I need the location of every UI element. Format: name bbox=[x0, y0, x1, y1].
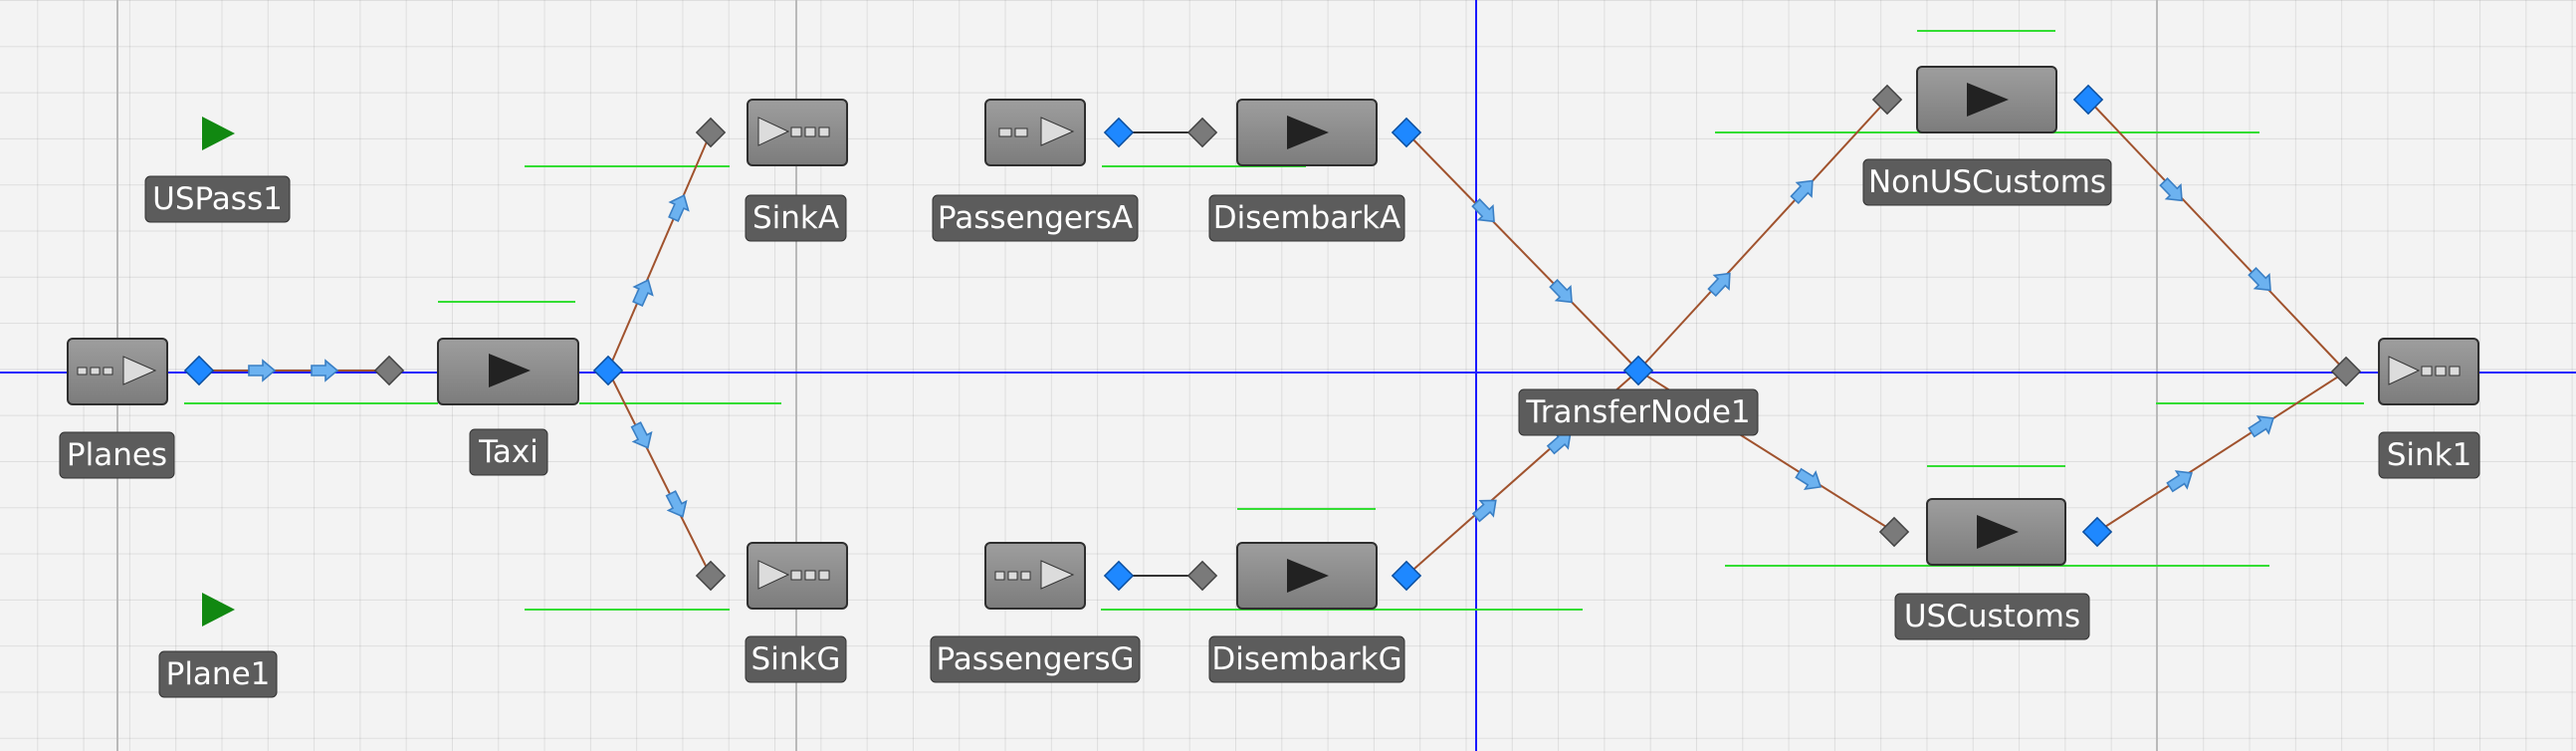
path-arrow-icon bbox=[661, 488, 693, 522]
source-icon bbox=[998, 117, 1075, 146]
path-arrow-icon bbox=[2163, 463, 2199, 497]
output-nodes[interactable] bbox=[183, 84, 2113, 592]
label-passengersg: PassengersG bbox=[937, 641, 1135, 677]
path-nonus-sink1 bbox=[2087, 99, 2347, 373]
label-sinka: SinkA bbox=[752, 200, 839, 236]
source-icon bbox=[77, 356, 157, 385]
path-arrow-icon bbox=[626, 419, 658, 453]
path-arrow-icon bbox=[2245, 408, 2280, 442]
server-disembarkg[interactable] bbox=[1236, 542, 1378, 610]
label-disembarkg: DisembarkG bbox=[1211, 641, 1401, 677]
input-node-uscustoms bbox=[1878, 516, 1910, 548]
label-sink1: Sink1 bbox=[2387, 437, 2472, 473]
input-node-sinkg bbox=[695, 560, 727, 592]
path-disembarka-transfer bbox=[1405, 131, 1639, 372]
label-taxi: Taxi bbox=[478, 434, 538, 470]
sink-sinka[interactable] bbox=[747, 99, 848, 166]
label-plane1: Plane1 bbox=[166, 656, 271, 692]
sink-sink1[interactable] bbox=[2378, 338, 2479, 405]
label-uscustoms: USCustoms bbox=[1904, 599, 2080, 634]
path-transfer-nonus bbox=[1637, 99, 1888, 372]
sink-icon bbox=[757, 117, 830, 146]
input-node-disembarkg bbox=[1186, 560, 1218, 592]
play-icon bbox=[1287, 559, 1329, 593]
server-disembarka[interactable] bbox=[1236, 99, 1378, 166]
object-labels: USPass1 Plane1 Planes Taxi SinkA SinkG P… bbox=[59, 158, 2480, 698]
output-node-uscustoms bbox=[2081, 516, 2113, 548]
path-arrow-icon bbox=[1468, 492, 1504, 526]
green-flag-icon[interactable] bbox=[202, 117, 235, 150]
source-passengersg[interactable] bbox=[984, 542, 1086, 610]
input-node-sink1 bbox=[2330, 356, 2362, 387]
path-arrow-icon bbox=[2155, 173, 2191, 209]
play-icon bbox=[1977, 515, 2019, 549]
play-icon bbox=[1287, 116, 1329, 149]
source-passengersa[interactable] bbox=[984, 99, 1086, 166]
label-disembarka: DisembarkA bbox=[1213, 200, 1400, 236]
source-planes[interactable] bbox=[67, 338, 168, 405]
label-planes: Planes bbox=[67, 437, 167, 473]
label-uspass1: USPass1 bbox=[152, 181, 283, 217]
server-nonuscustoms[interactable] bbox=[1916, 66, 2057, 133]
label-nonuscustoms: NonUSCustoms bbox=[1868, 164, 2106, 200]
source-icon bbox=[994, 560, 1075, 590]
sink-sinkg[interactable] bbox=[747, 542, 848, 610]
path-arrow-icon bbox=[627, 275, 659, 309]
server-taxi[interactable] bbox=[437, 338, 579, 405]
output-node-nonuscustoms bbox=[2072, 84, 2104, 116]
output-node-passengersa bbox=[1103, 117, 1135, 148]
label-transfernode1: TransferNode1 bbox=[1525, 394, 1750, 430]
label-passengersa: PassengersA bbox=[938, 200, 1133, 236]
output-node-disembarkg bbox=[1391, 560, 1422, 592]
input-node-taxi bbox=[373, 355, 405, 386]
input-node-disembarka bbox=[1186, 117, 1218, 148]
output-node-planes bbox=[183, 355, 215, 386]
path-arrow-icon bbox=[311, 360, 338, 381]
path-taxi-sinka bbox=[607, 131, 712, 372]
input-node-sinka bbox=[695, 117, 727, 148]
green-flag-icon[interactable] bbox=[202, 593, 235, 626]
path-arrow-icon bbox=[1792, 463, 1827, 497]
output-node-disembarka bbox=[1391, 117, 1422, 148]
path-taxi-sinkg bbox=[607, 370, 712, 577]
output-node-passengersg bbox=[1103, 560, 1135, 592]
transfer-node bbox=[1622, 355, 1654, 386]
output-node-taxi bbox=[592, 355, 624, 386]
path-arrow-icon bbox=[248, 360, 276, 381]
play-icon bbox=[489, 354, 531, 387]
sink-icon bbox=[2388, 356, 2461, 385]
sink-icon bbox=[757, 560, 830, 590]
server-uscustoms[interactable] bbox=[1926, 498, 2066, 566]
label-sinkg: SinkG bbox=[751, 641, 841, 677]
input-node-nonuscustoms bbox=[1871, 84, 1903, 116]
input-nodes[interactable] bbox=[373, 84, 2362, 592]
path-us-sink1 bbox=[2096, 371, 2347, 533]
path-arrow-icon bbox=[663, 190, 695, 224]
play-icon bbox=[1967, 83, 2009, 117]
